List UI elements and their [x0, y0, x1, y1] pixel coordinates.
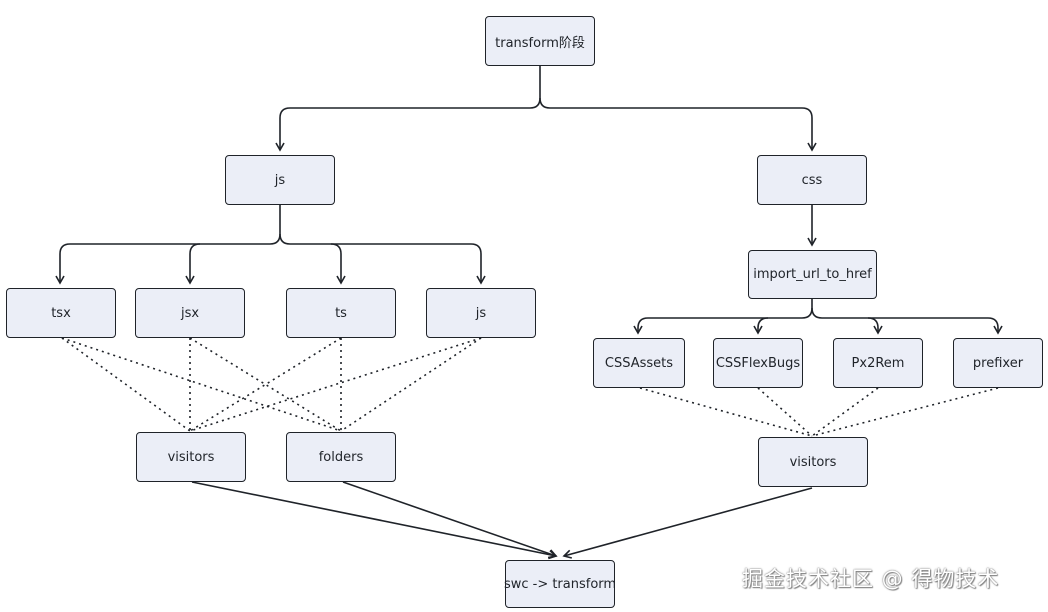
edge-js-to-jsx	[185, 243, 201, 285]
node-visitors-left: visitors	[136, 432, 246, 482]
edge-visitors-right-to-swc	[562, 487, 813, 559]
node-css: css	[757, 155, 867, 205]
edge-js-to-tsx	[55, 205, 281, 285]
node-js: js	[225, 155, 335, 205]
node-visitors-right: visitors	[758, 437, 868, 487]
node-transform-stage: transform阶段	[485, 16, 595, 66]
dotted-edges-right	[639, 387, 999, 437]
edge-root-to-css	[539, 97, 817, 152]
edge-tsx-to-visitors	[61, 337, 191, 432]
edge-js2-to-folders	[340, 337, 482, 432]
edge-import-to-prefixer	[868, 317, 1003, 335]
edge-prefixer-to-visitors	[811, 387, 999, 437]
node-px2rem: Px2Rem	[833, 338, 923, 388]
edge-js2-to-visitors	[189, 337, 482, 432]
edge-px2rem-to-visitors	[811, 387, 879, 437]
node-ts: ts	[286, 288, 396, 338]
dotted-edges-left	[61, 337, 482, 432]
node-jsx: jsx	[135, 288, 245, 338]
node-prefixer: prefixer	[953, 338, 1043, 388]
edge-import-to-px2rem	[811, 307, 883, 335]
edge-js-to-js2	[331, 243, 486, 285]
edge-root-to-js	[275, 66, 541, 152]
edge-import-to-flexbugs	[753, 317, 769, 335]
edge-import-to-cssassets	[633, 299, 813, 335]
node-cssassets: CSSAssets	[593, 338, 685, 388]
node-swc-transform: swc -> transform	[504, 560, 616, 608]
edge-js-to-ts	[279, 233, 346, 285]
edge-flexbugs-to-visitors	[757, 387, 813, 437]
edge-folders-to-swc	[342, 481, 558, 559]
node-cssflexbugs: CSSFlexBugs	[713, 338, 803, 388]
edge-visitors-left-to-swc	[191, 481, 558, 560]
node-js-2: js	[426, 288, 536, 338]
watermark: 掘金技术社区 @ 得物技术	[742, 567, 1000, 591]
node-folders: folders	[286, 432, 396, 482]
node-import-url-to-href: import_url_to_href	[748, 250, 877, 299]
edge-tsx-to-folders	[61, 337, 342, 432]
node-tsx: tsx	[6, 288, 116, 338]
